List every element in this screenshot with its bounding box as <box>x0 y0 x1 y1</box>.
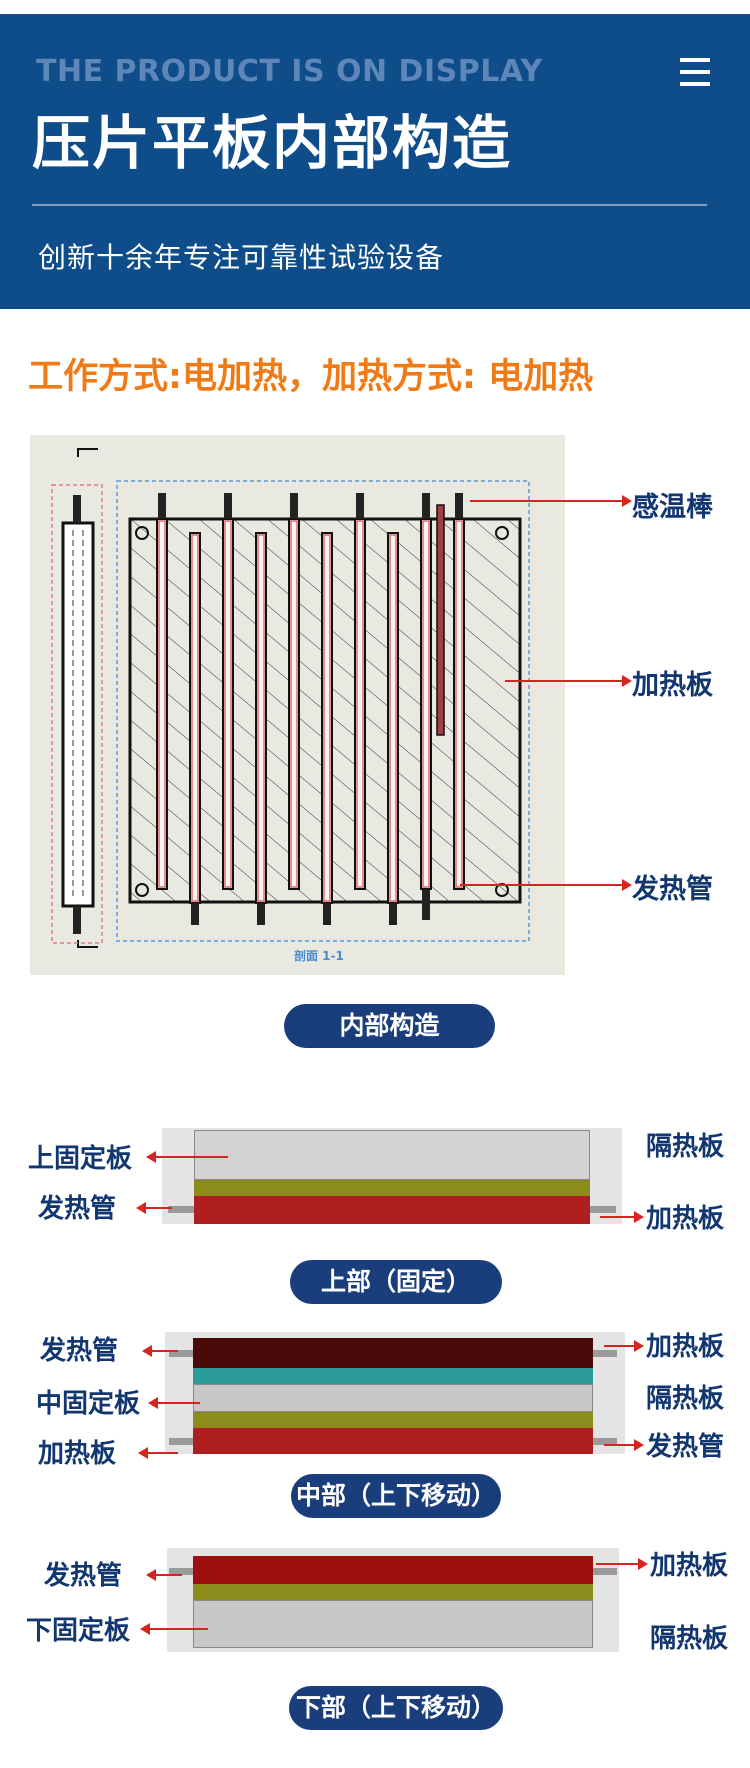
label-mid-insulation: 隔热板 <box>646 1384 725 1414</box>
callout-arrow-heating-plate <box>505 675 632 687</box>
label-insulation: 隔热板 <box>646 1132 725 1162</box>
caption-bottom-section: 下部（上下移动） <box>289 1686 503 1730</box>
callout-heating-tube: 发热管 <box>632 874 713 905</box>
heating-plate <box>194 1196 590 1224</box>
label-bottom-heating-tube: 发热管 <box>44 1561 123 1591</box>
label-mid-right-heating-plate: 加热板 <box>646 1332 725 1362</box>
upper-fixed-plate <box>194 1130 590 1180</box>
label-mid-right-heating-tube: 发热管 <box>646 1432 725 1462</box>
header-banner: THE PRODUCT IS ON DISPLAY 压片平板内部构造 创新十余年… <box>0 14 750 309</box>
header-subtitle: 创新十余年专注可靠性试验设备 <box>38 241 445 274</box>
callout-sensor-rod: 感温棒 <box>632 492 713 523</box>
bottom-section-diagram <box>167 1548 619 1652</box>
section-caption: 剖面 1-1 <box>294 949 344 963</box>
label-bottom-heating-plate: 加热板 <box>650 1551 729 1581</box>
internal-structure-diagram: 剖面 1-1 <box>30 435 565 975</box>
label-bottom-fixed-plate: 下固定板 <box>26 1616 131 1646</box>
middle-section-diagram <box>165 1332 625 1454</box>
callout-arrow-heating-tube <box>460 879 632 891</box>
label-heating-plate: 加热板 <box>646 1204 725 1234</box>
header-divider <box>32 204 707 206</box>
callout-heating-plate: 加热板 <box>632 670 713 701</box>
internal-structure-drawing <box>51 448 530 948</box>
page-title: 压片平板内部构造 <box>32 109 513 177</box>
caption-middle-section: 中部（上下移动） <box>291 1474 501 1518</box>
caption-internal-structure: 内部构造 <box>284 1004 495 1048</box>
header-en-title: THE PRODUCT IS ON DISPLAY <box>36 54 543 89</box>
caption-top-section: 上部（固定） <box>290 1260 502 1304</box>
work-mode-heading: 工作方式:电加热，加热方式: 电加热 <box>28 357 594 397</box>
label-mid-fixed-plate: 中固定板 <box>36 1389 141 1419</box>
label-bottom-insulation: 隔热板 <box>650 1624 729 1654</box>
menu-icon[interactable] <box>680 58 710 90</box>
label-upper-fixed-plate: 上固定板 <box>28 1144 133 1174</box>
insulation-plate <box>194 1180 590 1196</box>
label-mid-heating-plate: 加热板 <box>38 1439 117 1469</box>
top-section-diagram <box>162 1128 622 1224</box>
label-mid-heating-tube: 发热管 <box>40 1336 119 1366</box>
callout-arrow-sensor <box>470 495 632 507</box>
label-heating-tube: 发热管 <box>38 1194 117 1224</box>
